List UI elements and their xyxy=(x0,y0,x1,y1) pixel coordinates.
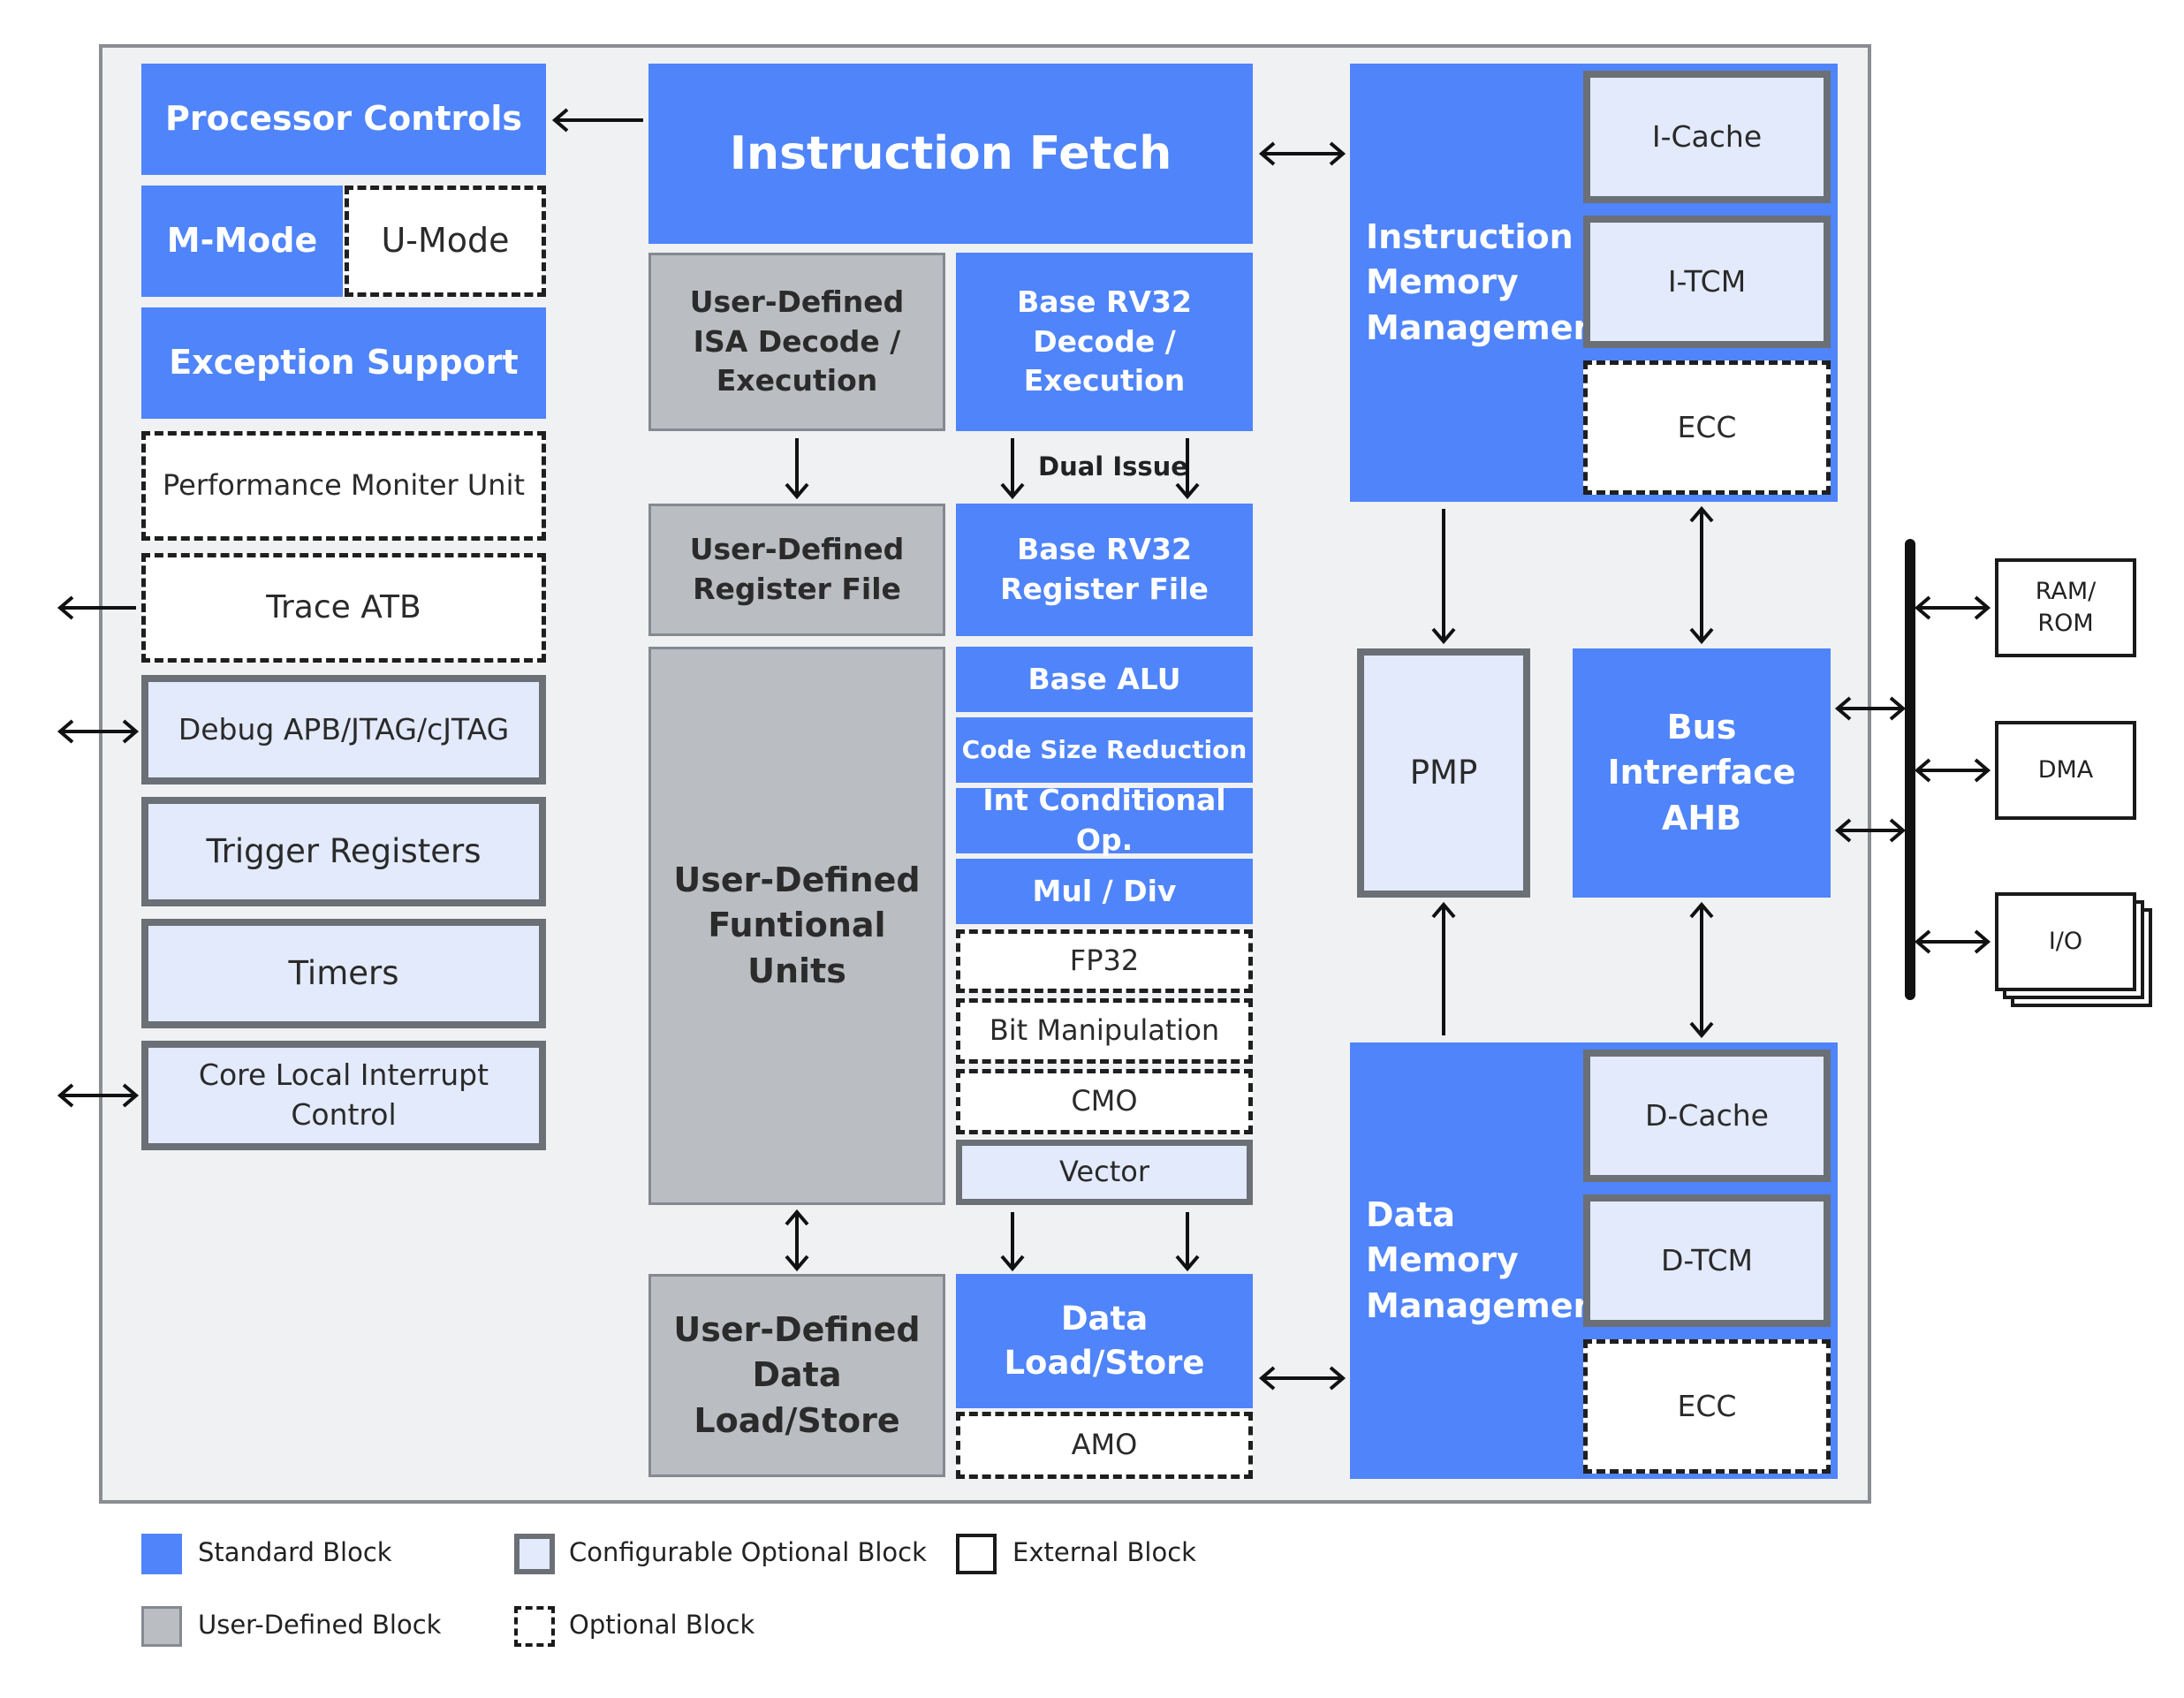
timers-block: Timers xyxy=(141,919,546,1028)
pmp-block: PMP xyxy=(1357,648,1530,898)
performance-monitor-block: Performance Moniter Unit xyxy=(141,431,546,541)
code-size-reduction-block: Code Size Reduction xyxy=(956,717,1253,783)
u-mode-block: U-Mode xyxy=(345,186,546,297)
fp32-block: FP32 xyxy=(956,929,1253,993)
debug-block: Debug APB/JTAG/cJTAG xyxy=(141,675,546,785)
legend-standard-label: Standard Block xyxy=(198,1537,392,1567)
user-defined-functional-units-block: User-Defined Funtional Units xyxy=(648,647,945,1205)
d-ecc-block: ECC xyxy=(1583,1339,1831,1474)
legend-external-swatch xyxy=(956,1534,997,1574)
legend-user-defined-label: User-Defined Block xyxy=(198,1610,442,1640)
ram-rom-block: RAM/ ROM xyxy=(1995,558,2136,657)
instruction-fetch-block: Instruction Fetch xyxy=(648,64,1253,244)
trace-atb-block: Trace ATB xyxy=(141,553,546,663)
exception-support-block: Exception Support xyxy=(141,307,546,419)
bit-manipulation-block: Bit Manipulation xyxy=(956,998,1253,1064)
user-defined-isa-block: User-Defined ISA Decode / Execution xyxy=(648,253,945,431)
base-alu-block: Base ALU xyxy=(956,647,1253,712)
clic-block: Core Local Interrupt Control xyxy=(141,1041,546,1150)
cmo-block: CMO xyxy=(956,1069,1253,1134)
i-tcm-block: I-TCM xyxy=(1583,216,1831,348)
processor-controls-block: Processor Controls xyxy=(141,64,546,175)
mul-div-block: Mul / Div xyxy=(956,859,1253,924)
dual-issue-label: Dual Issue xyxy=(1038,451,1188,481)
trigger-registers-block: Trigger Registers xyxy=(141,797,546,906)
legend-configurable-label: Configurable Optional Block xyxy=(569,1537,927,1567)
base-register-file-block: Base RV32 Register File xyxy=(956,504,1253,636)
legend-user-defined-swatch xyxy=(141,1606,182,1647)
d-tcm-block: D-TCM xyxy=(1583,1194,1831,1327)
data-load-store-block: Data Load/Store xyxy=(956,1274,1253,1408)
bus-interface-block: Bus Intrerface AHB xyxy=(1573,648,1831,898)
legend-external-label: External Block xyxy=(1012,1537,1196,1567)
legend-standard-swatch xyxy=(141,1534,182,1574)
base-decode-block: Base RV32 Decode / Execution xyxy=(956,253,1253,431)
vector-block: Vector xyxy=(956,1140,1253,1205)
i-cache-block: I-Cache xyxy=(1583,71,1831,203)
dma-block: DMA xyxy=(1995,721,2136,820)
legend-optional-label: Optional Block xyxy=(569,1610,755,1640)
io-block: I/O xyxy=(1995,892,2136,991)
i-ecc-block: ECC xyxy=(1583,360,1831,495)
d-cache-block: D-Cache xyxy=(1583,1050,1831,1182)
m-mode-block: M-Mode xyxy=(141,186,343,297)
legend-configurable-swatch xyxy=(514,1534,555,1574)
user-defined-data-load-store-block: User-Defined Data Load/Store xyxy=(648,1274,945,1477)
legend-optional-swatch xyxy=(514,1606,555,1647)
int-conditional-block: Int Conditional Op. xyxy=(956,783,1253,857)
amo-block: AMO xyxy=(956,1412,1253,1479)
user-defined-register-file-block: User-Defined Register File xyxy=(648,504,945,636)
